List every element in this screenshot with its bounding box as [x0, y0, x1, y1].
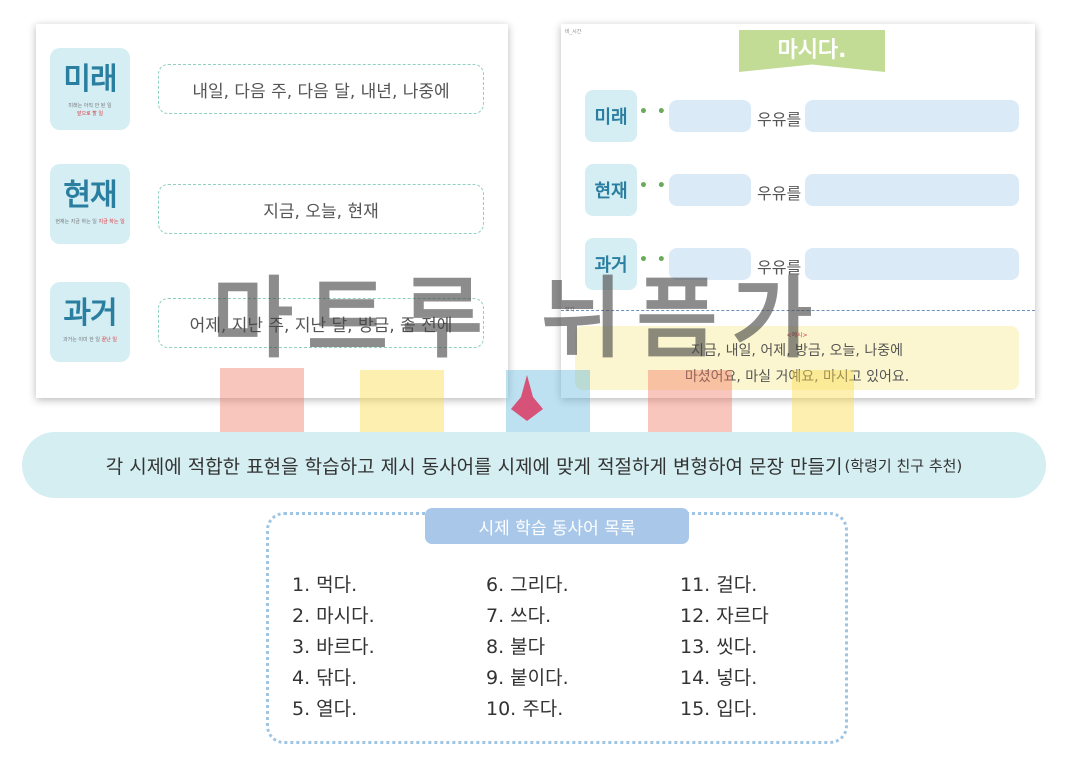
example-tag: <예시>	[786, 332, 808, 339]
tense-tile-past: 과거 과거는 이미 한 일 끝난 일	[50, 282, 130, 362]
object-word: 우유를	[757, 258, 802, 277]
tense-tile-future: 미래	[585, 90, 637, 142]
verb-column-2: 6. 그리다. 7. 쓰다. 8. 불다 9. 붙이다. 10. 주다.	[486, 570, 569, 725]
list-item: 5. 열다.	[292, 698, 358, 720]
tense-tile-present: 현재 현재는 지금 하는 일 지금 하는 일	[50, 164, 130, 244]
list-item: 3. 바르다.	[292, 636, 375, 658]
list-item: 6. 그리다.	[486, 574, 569, 596]
worksheet-tag: 비_시간	[565, 29, 582, 35]
verb-column-3: 11. 걸다. 12. 자르다 13. 씻다. 14. 넣다. 15. 입다.	[680, 570, 769, 725]
list-item: 15. 입다.	[680, 698, 758, 720]
time-words-present: 지금, 오늘, 현재	[158, 184, 484, 234]
tense-tile-past: 과거	[585, 238, 637, 290]
list-item: 4. 닦다.	[292, 667, 358, 689]
time-answer-slot[interactable]	[669, 174, 751, 206]
hint-verb-forms: 마셨어요, 마실 거예요, 마시고 있어요.	[684, 369, 910, 385]
hint-time-words: 지금, 내일, 어제, 방금, 오늘, 나중에	[691, 343, 903, 359]
object-word: 우유를	[757, 184, 802, 203]
verb-list-title: 시제 학습 동사어 목록	[425, 508, 689, 544]
tense-tile-present: 현재	[585, 164, 637, 216]
list-item: 9. 붙이다.	[486, 667, 569, 689]
verb-answer-slot[interactable]	[805, 100, 1019, 132]
connector-dots: • •	[639, 252, 668, 268]
verb-banner: 마시다.	[739, 30, 885, 72]
list-item: 10. 주다.	[486, 698, 564, 720]
time-answer-slot[interactable]	[669, 248, 751, 280]
connector-dots: • •	[639, 178, 668, 194]
verb-answer-slot[interactable]	[805, 248, 1019, 280]
activity-description: 각 시제에 적합한 표현을 학습하고 제시 동사어를 시제에 맞게 적절하게 변…	[22, 432, 1046, 498]
tense-tile-future: 미래 미래는 아직 안 된 일 앞으로 할 일	[50, 48, 130, 130]
list-item: 14. 넣다.	[680, 667, 758, 689]
list-item: 11. 걸다.	[680, 574, 758, 596]
list-item: 7. 쓰다.	[486, 605, 552, 627]
list-item: 2. 마시다.	[292, 605, 375, 627]
list-item: 1. 먹다.	[292, 574, 358, 596]
tense-tile-note: 미래는 아직 안 된 일 앞으로 할 일	[68, 103, 112, 117]
arrow-down-icon	[511, 375, 543, 421]
tense-tile-note: 현재는 지금 하는 일 지금 하는 일	[55, 219, 125, 225]
time-words-future: 내일, 다음 주, 다음 달, 내년, 나중에	[158, 64, 484, 114]
tense-tile-note: 과거는 이미 한 일 끝난 일	[63, 337, 117, 343]
object-word: 우유를	[757, 110, 802, 129]
list-item: 12. 자르다	[680, 605, 769, 627]
description-note: (학령기 친구 추천)	[844, 456, 963, 475]
list-item: 13. 씻다.	[680, 636, 758, 658]
tense-chart-card: 미래 미래는 아직 안 된 일 앞으로 할 일 내일, 다음 주, 다음 달, …	[36, 24, 508, 398]
verb-worksheet-card: 비_시간 마시다. 미래 • • 우유를 현재 • • 우유를 과거 • • 우…	[561, 24, 1035, 398]
hint-label: 보기	[565, 307, 575, 313]
time-answer-slot[interactable]	[669, 100, 751, 132]
description-text: 각 시제에 적합한 표현을 학습하고 제시 동사어를 시제에 맞게 적절하게 변…	[105, 455, 843, 478]
tense-tile-label: 과거	[63, 296, 117, 331]
tense-tile-label: 미래	[63, 62, 117, 97]
verb-answer-slot[interactable]	[805, 174, 1019, 206]
connector-dots: • •	[639, 104, 668, 120]
hint-box: <예시> 지금, 내일, 어제, 방금, 오늘, 나중에 마셨어요, 마실 거예…	[575, 326, 1019, 390]
tense-tile-label: 현재	[63, 178, 117, 213]
section-divider	[561, 310, 1035, 311]
list-item: 8. 불다	[486, 636, 546, 658]
time-words-past: 어제, 지난 주, 지난 달, 방금, 좀 전에	[158, 298, 484, 348]
verb-column-1: 1. 먹다. 2. 마시다. 3. 바르다. 4. 닦다. 5. 열다.	[292, 570, 375, 725]
